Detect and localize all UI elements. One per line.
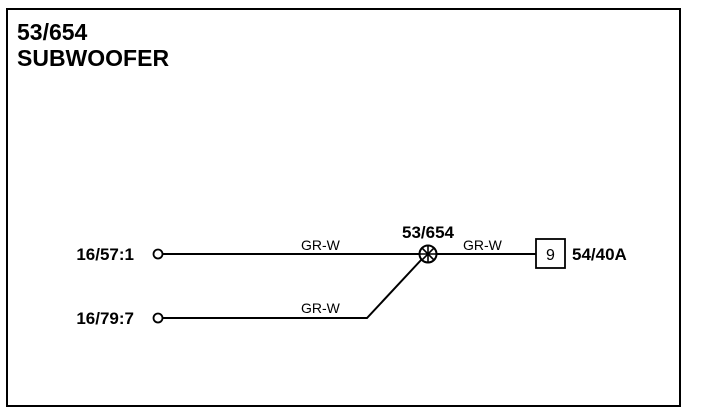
wire-color-label-output: GR-W [463, 237, 503, 253]
input-terminal-2 [152, 312, 164, 324]
diagram-border [6, 8, 681, 407]
wire-color-label-1: GR-W [301, 237, 341, 253]
component-code: 53/654 [17, 19, 88, 45]
connector-label: 54/40A [572, 245, 627, 264]
input-terminal-label-2: 16/79:7 [76, 309, 134, 328]
input-terminal-label-1: 16/57:1 [76, 245, 134, 264]
splice-node [418, 244, 438, 264]
wire-color-label-2: GR-W [301, 300, 341, 316]
splice-label: 53/654 [402, 223, 455, 242]
wire-input-2 [163, 258, 423, 319]
input-terminal-1 [152, 248, 164, 260]
component-name: SUBWOOFER [17, 45, 170, 71]
connector-pin-number: 9 [546, 247, 555, 264]
connector-pin-box [535, 238, 566, 269]
